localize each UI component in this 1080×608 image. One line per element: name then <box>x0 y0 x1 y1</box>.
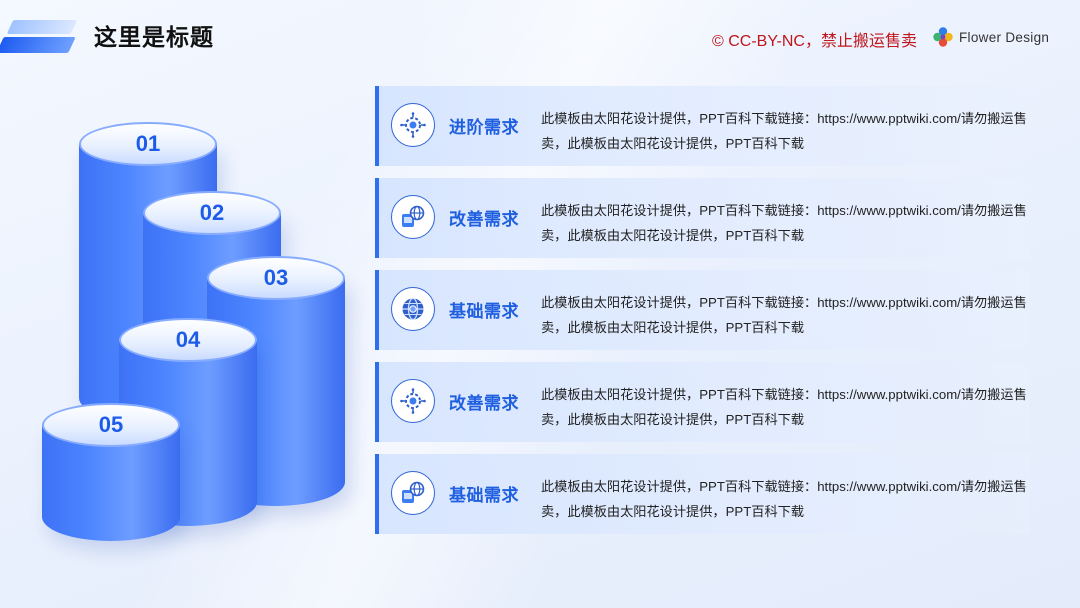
page-title: 这里是标题 <box>94 24 214 50</box>
list-item: 基础需求 此模板由太阳花设计提供，PPT百科下载链接：https://www.p… <box>375 270 1030 350</box>
device-globe-icon <box>391 471 435 515</box>
gear-circuit-icon <box>391 103 435 147</box>
item-description: 此模板由太阳花设计提供，PPT百科下载链接：https://www.pptwik… <box>541 387 1027 427</box>
cylinder-label: 05 <box>98 412 124 437</box>
license-notice: © CC-BY-NC，禁止搬运售卖 <box>712 33 917 50</box>
list-item: 基础需求 此模板由太阳花设计提供，PPT百科下载链接：https://www.p… <box>375 454 1030 534</box>
brand-name: Flower Design <box>959 29 1050 45</box>
flower-logo-icon <box>933 27 953 47</box>
device-globe-icon <box>391 195 435 239</box>
item-title: 基础需求 <box>449 302 519 321</box>
item-description: 此模板由太阳花设计提供，PPT百科下载链接：https://www.pptwik… <box>541 479 1027 519</box>
item-description: 此模板由太阳花设计提供，PPT百科下载链接：https://www.pptwik… <box>541 203 1027 243</box>
list-item: 进阶需求 此模板由太阳花设计提供，PPT百科下载链接：https://www.p… <box>375 86 1030 166</box>
brand-logo: Flower Design <box>932 25 1049 49</box>
gear-circuit-icon <box>391 379 435 423</box>
cylinder-5: 05 <box>42 403 180 541</box>
cylinder-label: 03 <box>263 265 289 290</box>
item-title: 进阶需求 <box>449 118 519 137</box>
cylinder-label: 01 <box>135 131 161 156</box>
item-description: 此模板由太阳花设计提供，PPT百科下载链接：https://www.pptwik… <box>541 111 1027 151</box>
cylinder-label: 02 <box>199 200 225 225</box>
list-item: 改善需求 此模板由太阳花设计提供，PPT百科下载链接：https://www.p… <box>375 362 1030 442</box>
cylinder-label: 04 <box>175 327 201 352</box>
header-decoration-icon <box>0 18 80 54</box>
item-description: 此模板由太阳花设计提供，PPT百科下载链接：https://www.pptwik… <box>541 295 1027 335</box>
globe-network-icon <box>391 287 435 331</box>
item-title: 基础需求 <box>449 486 519 505</box>
item-title: 改善需求 <box>449 210 519 229</box>
item-title: 改善需求 <box>449 394 519 413</box>
list-item: 改善需求 此模板由太阳花设计提供，PPT百科下载链接：https://www.p… <box>375 178 1030 258</box>
